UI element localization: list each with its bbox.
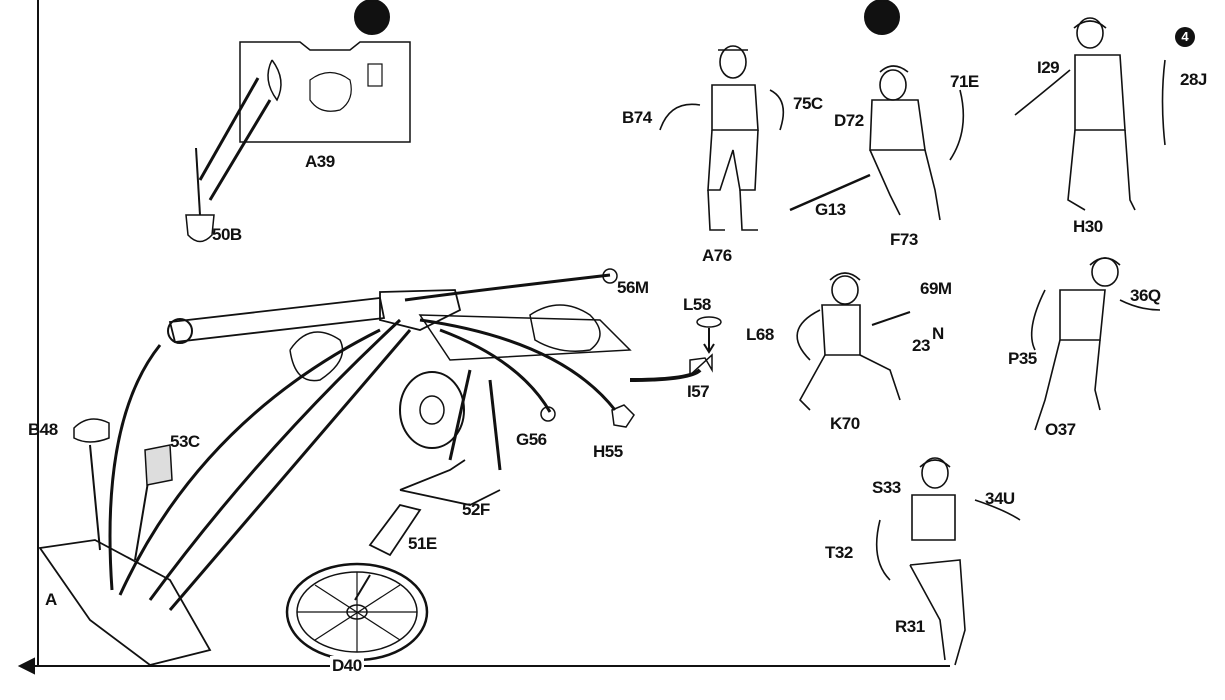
label-s33: S33	[872, 478, 901, 497]
part-l58-disc	[696, 316, 722, 328]
label-p35: P35	[1008, 349, 1037, 368]
label-a76: A76	[702, 246, 732, 265]
label-o37: O37	[1045, 420, 1076, 439]
label-75c: 75C	[793, 94, 823, 113]
label-b74: B74	[622, 108, 652, 127]
label-d40: D40	[330, 656, 364, 676]
label-h30: H30	[1073, 217, 1103, 236]
label-l58: L58	[683, 295, 711, 314]
label-g56: G56	[516, 430, 547, 449]
label-51e: 51E	[408, 534, 437, 553]
label-f73: F73	[890, 230, 918, 249]
part-h55	[611, 404, 635, 428]
label-k70: K70	[830, 414, 860, 433]
shovel-part-50b	[185, 77, 272, 243]
label-50b: 50B	[212, 225, 242, 244]
label-d72: D72	[834, 111, 864, 130]
label-t32: T32	[825, 543, 853, 562]
figure-a76	[659, 45, 785, 231]
label-71e: 71E	[950, 72, 979, 91]
label-36q: 36Q	[1130, 286, 1161, 305]
part-i57	[689, 353, 713, 377]
label-l68: L68	[746, 325, 774, 344]
label-r31: R31	[895, 617, 925, 636]
part-51e-trail	[368, 503, 422, 557]
field-gun-assembly	[167, 289, 632, 449]
step-marker-left	[354, 0, 390, 35]
label-h55: H55	[593, 442, 623, 461]
step-number-badge: 4	[1175, 27, 1195, 47]
figure-o37	[1030, 257, 1161, 431]
chassis-plate-a39	[239, 41, 411, 143]
label-a: A	[45, 590, 57, 609]
label-53c: 53C	[170, 432, 200, 451]
part-g56	[540, 406, 556, 422]
arrow-left-icon	[17, 657, 35, 675]
label-23: 23	[912, 336, 930, 355]
arrow-down-icon	[703, 328, 715, 354]
spoked-wheel-d40	[285, 562, 429, 662]
label-g13: G13	[815, 200, 846, 219]
part-b48	[73, 418, 110, 443]
figure-f73	[789, 65, 965, 221]
figure-r31	[875, 457, 1021, 666]
label-i57: I57	[687, 382, 710, 401]
label-28j: 28J	[1180, 70, 1207, 89]
figure-h30	[1014, 17, 1166, 211]
step-marker-right	[864, 0, 900, 35]
part-53c-box	[144, 444, 173, 486]
label-n: N	[932, 324, 944, 343]
label-b48: B48	[28, 420, 58, 439]
label-34u: 34U	[985, 489, 1015, 508]
base-plate-a	[38, 539, 212, 666]
part-56m	[602, 268, 618, 284]
part-52f-bracket	[399, 459, 501, 506]
figure-k70	[796, 272, 911, 411]
label-69m: 69M	[920, 279, 952, 298]
label-a39: A39	[305, 152, 335, 171]
label-i29: I29	[1037, 58, 1060, 77]
label-56m: 56M	[617, 278, 649, 297]
label-52f: 52F	[462, 500, 490, 519]
